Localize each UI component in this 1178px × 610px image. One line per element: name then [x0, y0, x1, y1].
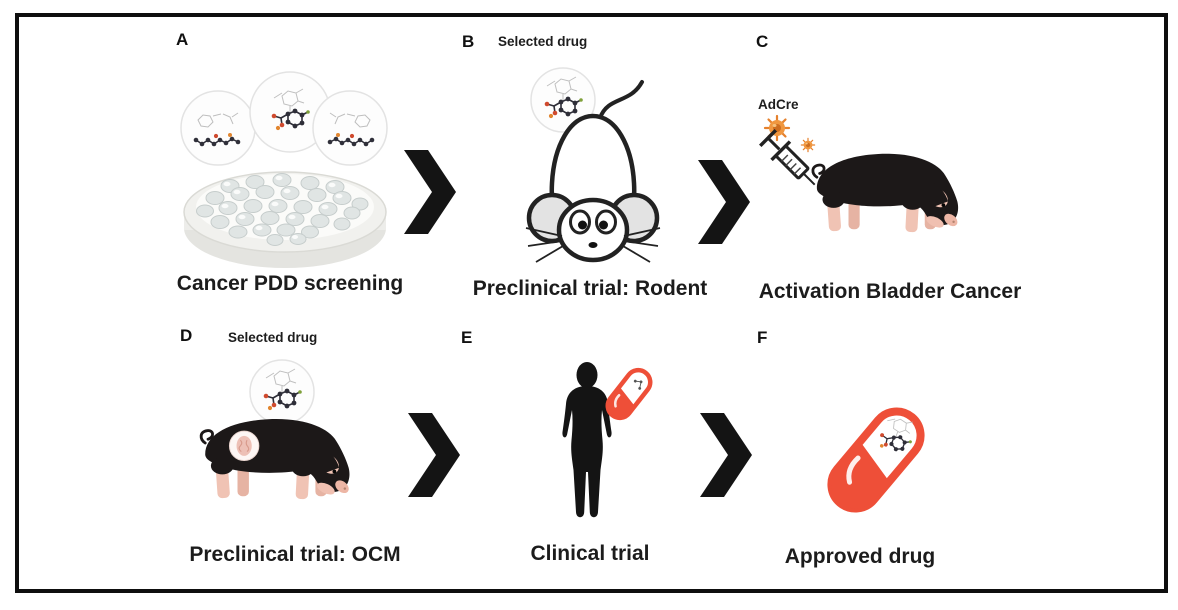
- panel-f-label: F: [757, 328, 768, 347]
- human-silhouette-icon: [562, 362, 612, 518]
- petri-dish-icon: [180, 71, 388, 268]
- pig-icon: [811, 152, 962, 234]
- panel-d-label: D: [180, 326, 193, 345]
- pig-icon: [199, 417, 353, 501]
- chevron-arrow-icon: [404, 150, 456, 234]
- panel-c-label: C: [756, 32, 769, 51]
- chevron-arrow-icon: [698, 160, 750, 244]
- panel-f-caption: Approved drug: [784, 545, 936, 568]
- pig-ocm-art: [199, 417, 353, 501]
- organoid-cells: [196, 173, 369, 246]
- panel-e-caption: Clinical trial: [530, 542, 650, 565]
- panel-e-label: E: [461, 328, 473, 347]
- panel-c-caption: Activation Bladder Cancer: [758, 280, 1022, 303]
- molecule-bubble-icon: [312, 90, 388, 166]
- panel-a-label: A: [176, 30, 189, 49]
- virus-particle-icon: [800, 137, 816, 153]
- pig-injection-art: [759, 114, 962, 234]
- panel-b-label: B: [462, 32, 475, 51]
- panel-c-annotation adcre-label: AdCre: [758, 97, 799, 112]
- molecule-bubble-icon: [180, 90, 256, 166]
- tumor-window-icon: [228, 430, 260, 462]
- syringe-icon: [759, 129, 816, 186]
- approved-capsule-icon: [827, 407, 925, 513]
- panel-a-caption: Cancer PDD screening: [176, 272, 404, 295]
- pill-capsule-icon: [605, 367, 653, 421]
- panel-b-annotation: Selected drug: [498, 34, 588, 49]
- chevron-arrow-icon: [700, 413, 752, 497]
- panel-b-caption: Preclinical trial: Rodent: [472, 277, 708, 300]
- chevron-arrow-icon: [408, 413, 460, 497]
- selected-drug-bubble-icon: [530, 67, 596, 133]
- panel-d-annotation: Selected drug: [228, 330, 318, 345]
- panel-d-caption: Preclinical trial: OCM: [189, 543, 401, 566]
- mouse-icon: [525, 80, 661, 263]
